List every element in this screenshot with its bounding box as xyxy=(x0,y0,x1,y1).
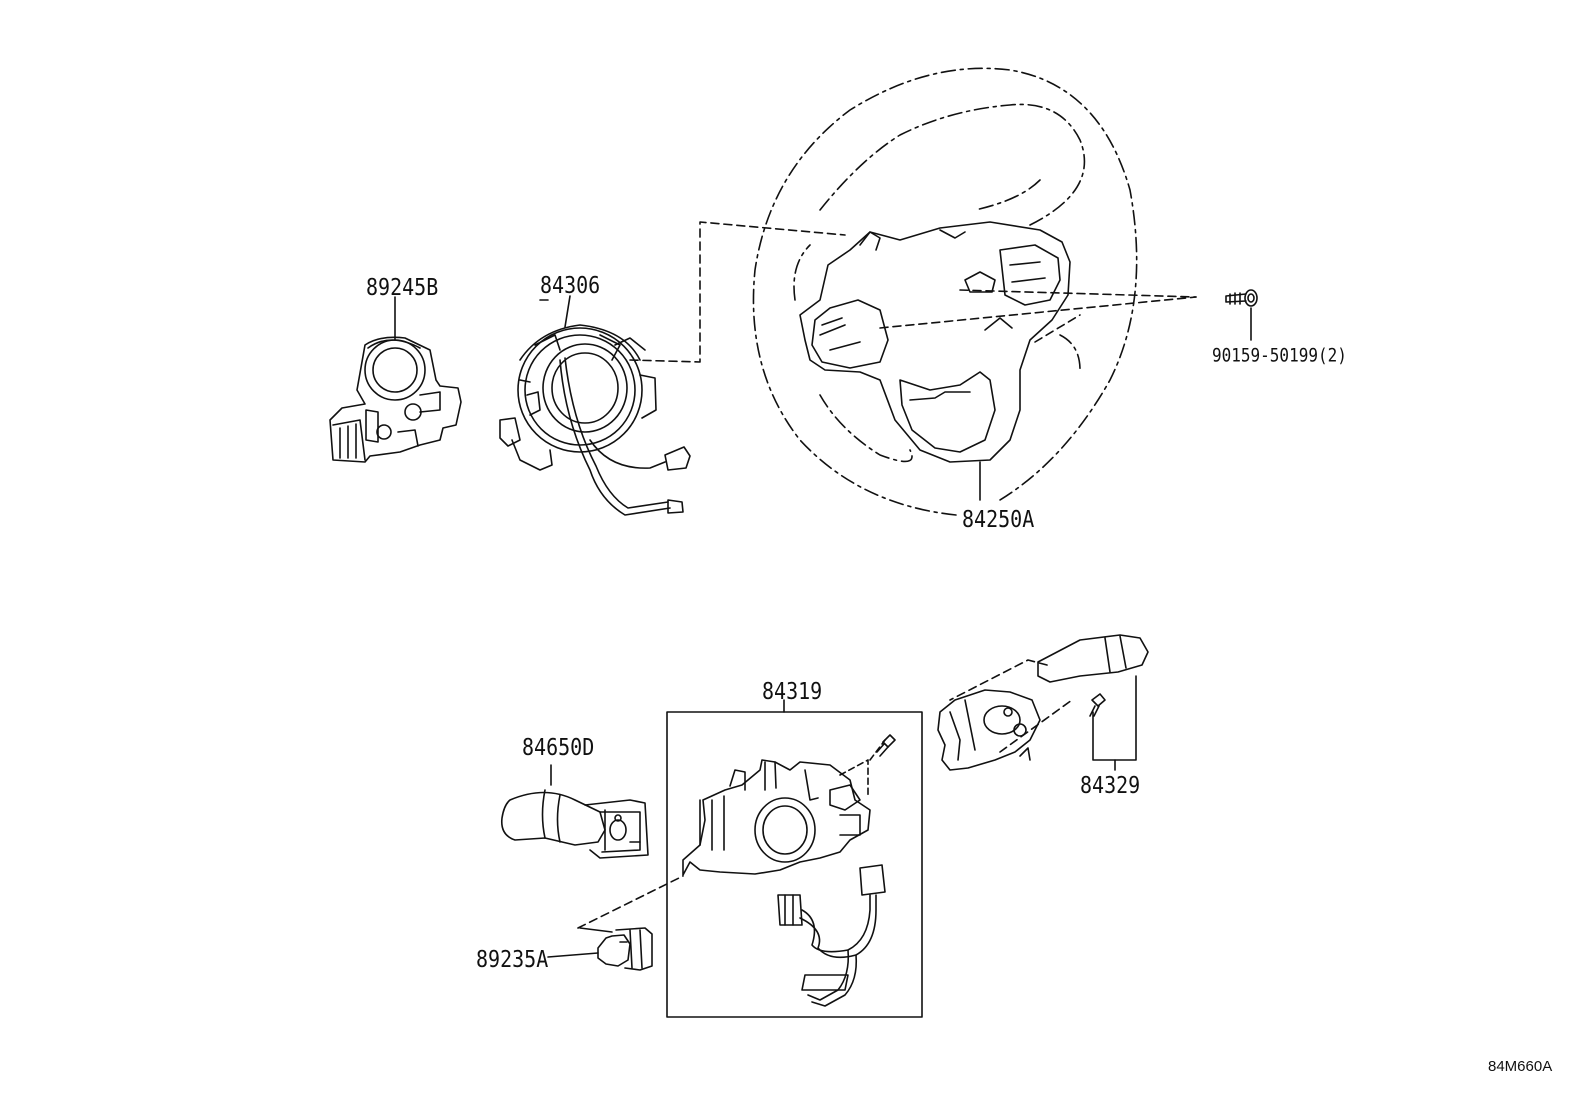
part-label-84329[interactable]: 84329 xyxy=(1080,771,1141,799)
part-label-84650D[interactable]: 84650D xyxy=(522,733,595,761)
steering-wheel-part[interactable] xyxy=(629,67,1197,516)
part-label-89235A[interactable]: 89235A xyxy=(476,945,549,973)
turn-signal-switch-part[interactable] xyxy=(500,764,649,859)
part-label-89245B[interactable]: 89245B xyxy=(366,273,439,301)
steering-sensor-part[interactable] xyxy=(329,336,462,463)
part-label-84250A[interactable]: 84250A xyxy=(962,505,1035,533)
leader-84306 xyxy=(564,295,571,328)
part-label-84306[interactable]: 84306 xyxy=(540,271,601,299)
bolt-part[interactable] xyxy=(1225,289,1258,341)
part-label-84319[interactable]: 84319 xyxy=(762,677,823,705)
wiper-switch-part[interactable] xyxy=(937,634,1149,771)
combination-switch-assembly[interactable] xyxy=(666,699,923,1018)
part-label-90159-50199[interactable]: 90159-50199(2) xyxy=(1212,344,1347,366)
document-id: 84M660A xyxy=(1488,1058,1553,1075)
spiral-cable-part[interactable] xyxy=(499,299,691,516)
sensor-part[interactable] xyxy=(547,875,684,971)
